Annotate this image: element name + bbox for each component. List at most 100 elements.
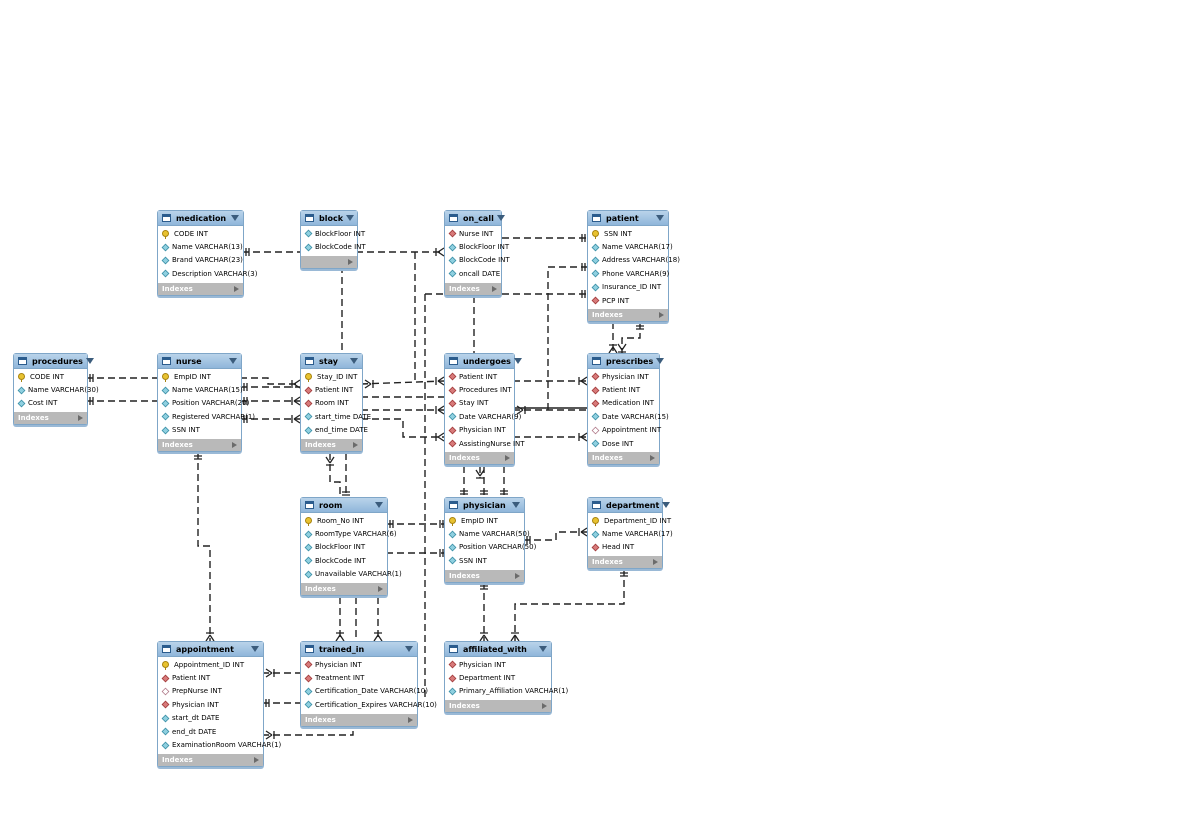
- column-row[interactable]: Date VARCHAR(15): [588, 410, 669, 423]
- column-row[interactable]: Patient INT: [588, 383, 659, 396]
- column-row[interactable]: Name VARCHAR(17): [588, 527, 673, 540]
- collapse-triangle-icon[interactable]: [346, 215, 355, 221]
- column-row[interactable]: Appointment INT: [588, 424, 661, 437]
- column-row[interactable]: Brand VARCHAR(23): [158, 254, 243, 267]
- column-row[interactable]: Description VARCHAR(3): [158, 267, 257, 280]
- expand-triangle-icon[interactable]: [234, 285, 239, 292]
- collapse-triangle-icon[interactable]: [539, 646, 547, 652]
- column-row[interactable]: BlockCode INT: [301, 554, 387, 567]
- column-row[interactable]: AssistingNurse INT: [445, 437, 525, 450]
- expand-triangle-icon[interactable]: [650, 455, 655, 462]
- indexes-section[interactable]: Indexes: [14, 412, 87, 425]
- column-row[interactable]: Dose INT: [588, 437, 659, 450]
- column-row[interactable]: Address VARCHAR(18): [588, 254, 680, 267]
- indexes-section[interactable]: Indexes: [445, 452, 514, 465]
- indexes-section[interactable]: Indexes: [158, 753, 263, 766]
- expand-triangle-icon[interactable]: [505, 455, 510, 462]
- column-row[interactable]: Department_ID INT: [588, 514, 671, 527]
- expand-triangle-icon[interactable]: [653, 559, 658, 566]
- expand-triangle-icon[interactable]: [408, 716, 413, 723]
- column-row[interactable]: Position VARCHAR(20): [158, 397, 249, 410]
- indexes-section[interactable]: Indexes: [158, 282, 243, 295]
- entity-header[interactable]: affiliated_with: [445, 642, 551, 657]
- collapse-triangle-icon[interactable]: [513, 358, 522, 364]
- column-row[interactable]: Name VARCHAR(15): [158, 383, 243, 396]
- expand-triangle-icon[interactable]: [515, 572, 520, 579]
- indexes-section[interactable]: [301, 255, 357, 268]
- expand-triangle-icon[interactable]: [353, 441, 358, 448]
- expand-triangle-icon[interactable]: [232, 441, 237, 448]
- collapse-triangle-icon[interactable]: [375, 502, 383, 508]
- indexes-section[interactable]: Indexes: [445, 700, 551, 713]
- column-row[interactable]: Insurance_ID INT: [588, 281, 668, 294]
- entity-header[interactable]: nurse: [158, 354, 241, 369]
- column-row[interactable]: BlockCode INT: [445, 254, 510, 267]
- indexes-section[interactable]: Indexes: [301, 713, 417, 726]
- column-row[interactable]: Name VARCHAR(17): [588, 240, 673, 253]
- entity-header[interactable]: physician: [445, 498, 524, 513]
- column-row[interactable]: BlockCode INT: [301, 240, 366, 253]
- column-row[interactable]: CODE INT: [158, 227, 243, 240]
- indexes-section[interactable]: Indexes: [158, 438, 241, 451]
- column-row[interactable]: SSN INT: [445, 554, 524, 567]
- column-row[interactable]: Appointment_ID INT: [158, 658, 263, 671]
- column-row[interactable]: Room INT: [301, 397, 362, 410]
- column-row[interactable]: Physician INT: [301, 658, 417, 671]
- column-row[interactable]: BlockFloor INT: [301, 541, 387, 554]
- expand-triangle-icon[interactable]: [378, 585, 383, 592]
- collapse-triangle-icon[interactable]: [85, 358, 94, 364]
- column-row[interactable]: Patient INT: [158, 671, 263, 684]
- collapse-triangle-icon[interactable]: [496, 215, 505, 221]
- indexes-section[interactable]: Indexes: [301, 438, 362, 451]
- column-row[interactable]: start_dt DATE: [158, 712, 263, 725]
- column-row[interactable]: Name VARCHAR(13): [158, 240, 243, 253]
- entity-header[interactable]: department: [588, 498, 671, 513]
- column-row[interactable]: EmpID INT: [445, 514, 524, 527]
- collapse-triangle-icon[interactable]: [405, 646, 413, 652]
- indexes-section[interactable]: Indexes: [588, 309, 668, 322]
- column-row[interactable]: BlockFloor INT: [445, 240, 509, 253]
- collapse-triangle-icon[interactable]: [662, 502, 671, 508]
- column-row[interactable]: ExaminationRoom VARCHAR(1): [158, 738, 281, 751]
- entity-header[interactable]: medication: [158, 211, 243, 226]
- column-row[interactable]: start_time DATE: [301, 410, 371, 423]
- entity-header[interactable]: appointment: [158, 642, 263, 657]
- collapse-triangle-icon[interactable]: [350, 358, 358, 364]
- column-row[interactable]: Position VARCHAR(50): [445, 541, 536, 554]
- collapse-triangle-icon[interactable]: [656, 215, 664, 221]
- column-row[interactable]: Medication INT: [588, 397, 659, 410]
- expand-triangle-icon[interactable]: [78, 415, 83, 422]
- expand-triangle-icon[interactable]: [659, 312, 664, 319]
- column-row[interactable]: Name VARCHAR(50): [445, 527, 530, 540]
- column-row[interactable]: Primary_Affiliation VARCHAR(1): [445, 685, 568, 698]
- indexes-section[interactable]: Indexes: [588, 556, 662, 569]
- expand-triangle-icon[interactable]: [542, 703, 547, 710]
- column-row[interactable]: PrepNurse INT: [158, 685, 263, 698]
- column-row[interactable]: Nurse INT: [445, 227, 501, 240]
- column-row[interactable]: Cost INT: [14, 397, 87, 410]
- column-row[interactable]: Patient INT: [301, 383, 362, 396]
- column-row[interactable]: Stay_ID INT: [301, 370, 362, 383]
- entity-header[interactable]: block: [301, 211, 357, 226]
- column-row[interactable]: oncall DATE: [445, 267, 501, 280]
- collapse-triangle-icon[interactable]: [231, 215, 239, 221]
- column-row[interactable]: Certification_Date VARCHAR(10): [301, 685, 428, 698]
- entity-header[interactable]: procedures: [14, 354, 94, 369]
- column-row[interactable]: RoomType VARCHAR(6): [301, 527, 397, 540]
- column-row[interactable]: Phone VARCHAR(9): [588, 267, 669, 280]
- column-row[interactable]: Procedures INT: [445, 383, 514, 396]
- column-row[interactable]: SSN INT: [158, 424, 241, 437]
